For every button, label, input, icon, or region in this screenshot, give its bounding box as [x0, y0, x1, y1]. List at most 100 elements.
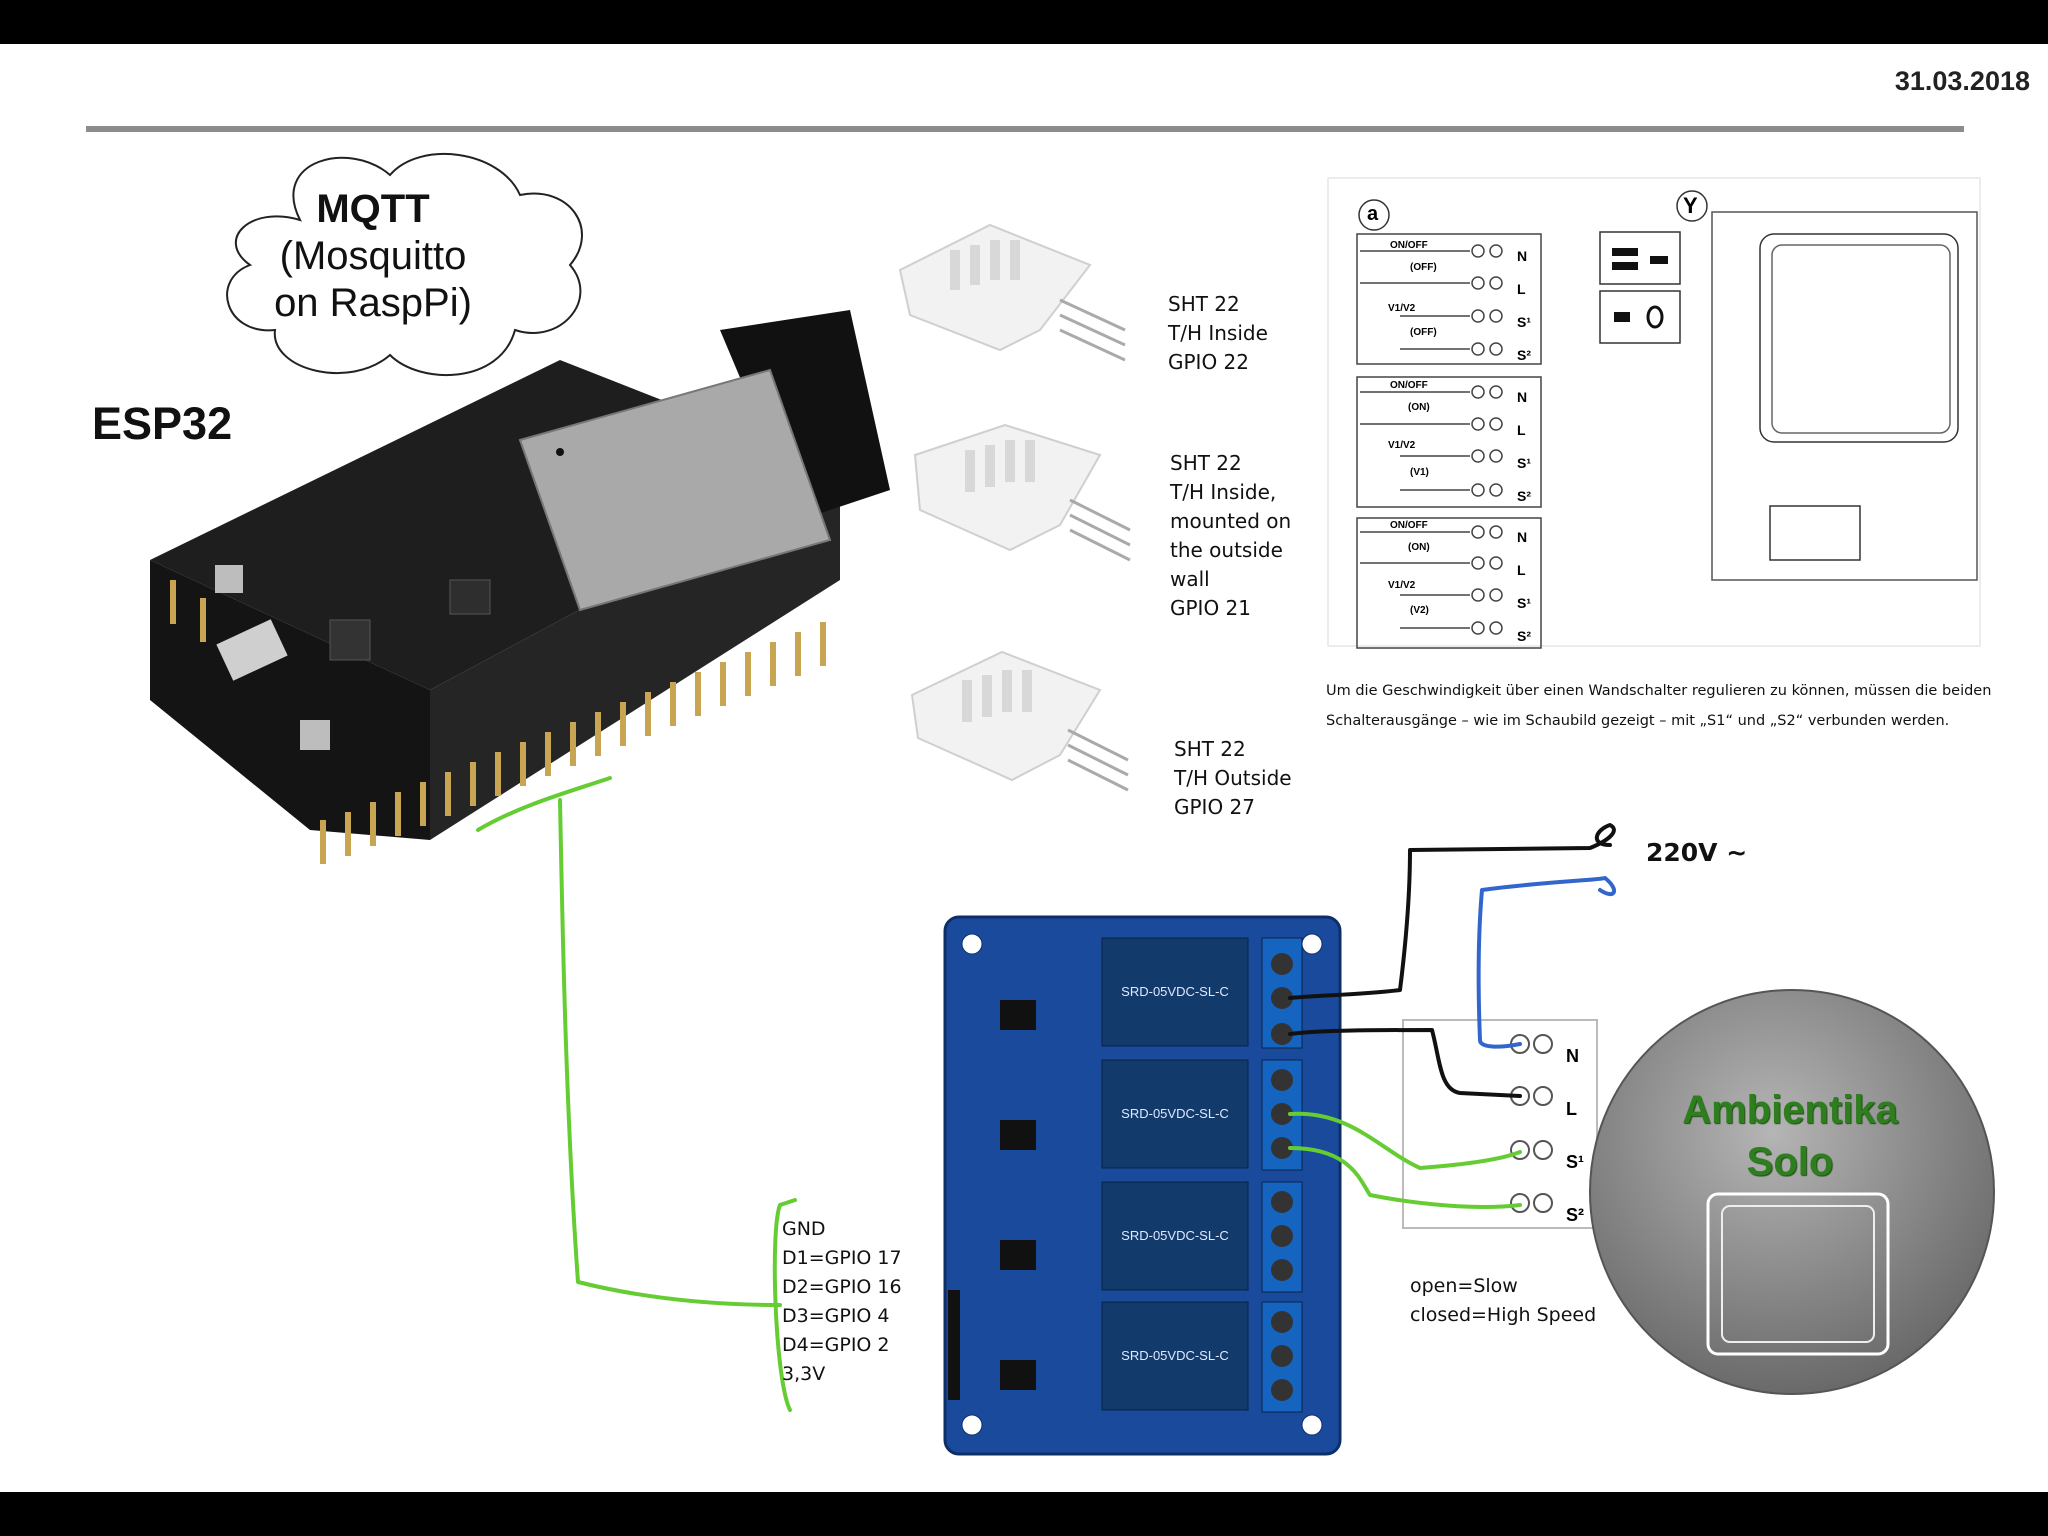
terminal-block-label: N: [1566, 1046, 1579, 1066]
panel-1-terminals: N L S¹ S²: [1517, 240, 1531, 372]
panel-y-label: Y: [1683, 193, 1698, 218]
terminal-block-label: L: [1566, 1099, 1577, 1119]
sensor-2-line: the outside: [1170, 538, 1283, 562]
wire-black-l: [1288, 823, 1616, 1000]
sensor-2-line: T/H Inside,: [1170, 480, 1277, 504]
panel-a-label: a: [1367, 203, 1379, 225]
panel-1-speed-state: (OFF): [1410, 327, 1437, 338]
terminal-label: N: [1517, 529, 1528, 545]
sensor-1: [898, 223, 1126, 362]
relay-1: SRD-05VDC-SL-C: [1101, 937, 1249, 1047]
wire-green-s2: [1288, 1146, 1522, 1209]
device-name-line-1: Ambientika: [1682, 1088, 1898, 1132]
speed-note-line: closed=High Speed: [1410, 1304, 1597, 1326]
relay-2: SRD-05VDC-SL-C: [1101, 1059, 1249, 1169]
terminal-label: S²: [1517, 488, 1531, 504]
relay-input-header: [948, 1290, 960, 1400]
pin-label: D4=GPIO 2: [782, 1334, 890, 1356]
wire-black-relay: [1288, 1028, 1522, 1098]
sensor-2: [913, 423, 1131, 562]
relay-4: SRD-05VDC-SL-C: [1101, 1301, 1249, 1411]
panel-3-terminals: N L S¹ S²: [1517, 521, 1531, 653]
terminal-block-label: S²: [1566, 1205, 1584, 1225]
panel-2-speed-label: V1/V2: [1388, 440, 1416, 451]
esp32-antenna: [720, 310, 890, 520]
ambientika-wall-unit: [1759, 233, 1959, 443]
panel-2-switch-label: ON/OFF: [1390, 380, 1428, 391]
cloud-line-3: on RaspPi): [274, 281, 472, 325]
wall-switch-plate: [1769, 505, 1861, 561]
wall-illustration: [1711, 211, 1978, 581]
terminal-block: [1402, 1019, 1598, 1229]
svg-text:SRD-05VDC-SL-C: SRD-05VDC-SL-C: [1121, 1106, 1229, 1121]
date-label: 31.03.2018: [1894, 66, 2030, 96]
relay-pin-list: GND D1=GPIO 17 D2=GPIO 16 D3=GPIO 4 D4=G…: [782, 1215, 902, 1389]
cloud-line-1: MQTT: [316, 187, 430, 231]
bottom-bar: [0, 1492, 2048, 1536]
panel-2-terminals: N L S¹ S²: [1517, 381, 1531, 513]
esp32-title: ESP32: [92, 398, 233, 449]
panel-1-switch-state: (OFF): [1410, 262, 1437, 273]
sensor-2-line: wall: [1170, 567, 1210, 591]
pin-label: D1=GPIO 17: [782, 1247, 902, 1269]
sensor-3-label: SHT 22 T/H Outside GPIO 27: [1174, 735, 1292, 822]
device-outline-icon: [1706, 1192, 1890, 1356]
sensor-1-label: SHT 22 T/H Inside GPIO 22: [1168, 290, 1268, 377]
terminal-block-labels: N L S¹ S²: [1566, 1030, 1584, 1242]
panel-3-speed-state: (V2): [1410, 605, 1429, 616]
sensor-1-line: SHT 22: [1168, 292, 1240, 316]
panel-1-speed-label: V1/V2: [1388, 303, 1416, 314]
sensor-2-line: GPIO 21: [1170, 596, 1252, 620]
terminal-label: S²: [1517, 347, 1531, 363]
sensor-3-line: SHT 22: [1174, 737, 1246, 761]
relay-3: SRD-05VDC-SL-C: [1101, 1181, 1249, 1291]
panel-3-switch-state: (ON): [1408, 542, 1430, 553]
sensor-3: [910, 650, 1129, 792]
sensor-1-line: GPIO 22: [1168, 350, 1250, 374]
ambientika-label: Ambientika Solo: [1640, 1084, 1940, 1188]
pin-label: 3,3V: [782, 1363, 826, 1385]
mains-voltage-label: 220V ~: [1646, 838, 1748, 867]
terminal-label: S¹: [1517, 314, 1531, 330]
panel-1-switch-label: ON/OFF: [1390, 240, 1428, 251]
sensor-3-line: GPIO 27: [1174, 795, 1256, 819]
header-rule: [86, 126, 1964, 132]
panel-y-badge: [1676, 190, 1708, 222]
svg-text:SRD-05VDC-SL-C: SRD-05VDC-SL-C: [1121, 1348, 1229, 1363]
speed-note: open=Slow closed=High Speed: [1410, 1272, 1596, 1330]
relay-module: SRD-05VDC-SL-C SRD-05VDC-SL-C SRD-05VDC-…: [943, 915, 1342, 1456]
terminal-label: L: [1517, 422, 1526, 438]
terminal-label: S²: [1517, 628, 1531, 644]
esp32-shield: [518, 368, 832, 612]
optocouplers: [1000, 1000, 1036, 1390]
pin-bracket: [772, 1198, 797, 1412]
en-button: [215, 565, 243, 593]
manual-wiring-panels: [1327, 177, 1981, 649]
panel-a-badge: [1358, 199, 1390, 231]
boot-button: [300, 720, 330, 750]
pin-label: GND: [782, 1218, 826, 1240]
terminal-label: N: [1517, 248, 1528, 264]
panel-2-switch-state: (ON): [1408, 402, 1430, 413]
manual-caption: Um die Geschwindigkeit über einen Wandsc…: [1326, 683, 1992, 729]
pin-label: D3=GPIO 4: [782, 1305, 890, 1327]
mqtt-cloud: [226, 153, 583, 377]
esp32-board: [150, 310, 890, 840]
terminal-label: L: [1517, 562, 1526, 578]
wire-green-esp: [476, 776, 782, 1307]
cloud-line-2: (Mosquitto: [279, 234, 467, 278]
pin-label: D2=GPIO 16: [782, 1276, 902, 1298]
sensor-1-line: T/H Inside: [1168, 321, 1268, 345]
mqtt-cloud-label: MQTT (Mosquitto on RaspPi): [268, 186, 478, 327]
panel-2-speed-state: (V1): [1410, 467, 1429, 478]
sensor-2-line: SHT 22: [1170, 451, 1242, 475]
terminal-label: N: [1517, 389, 1528, 405]
usb-port: [216, 619, 288, 681]
svg-text:SRD-05VDC-SL-C: SRD-05VDC-SL-C: [1121, 1228, 1229, 1243]
panel-3-switch-label: ON/OFF: [1390, 520, 1428, 531]
terminal-label: S¹: [1517, 595, 1531, 611]
terminal-label: L: [1517, 281, 1526, 297]
wire-green-s1: [1288, 1111, 1522, 1170]
sensor-2-label: SHT 22 T/H Inside, mounted on the outsid…: [1170, 449, 1291, 623]
